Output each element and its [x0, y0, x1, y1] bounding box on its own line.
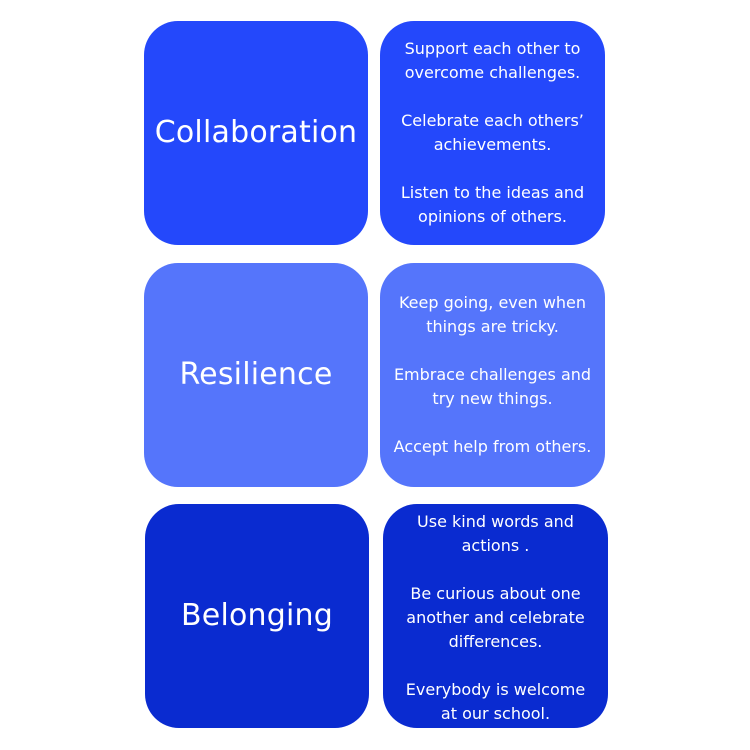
belonging-description-card: Use kind words and actions . Be curious …: [383, 504, 608, 728]
resilience-line-3: Accept help from others.: [393, 437, 592, 456]
resilience-description-card: Keep going, even when things are tricky.…: [380, 263, 605, 487]
resilience-line-1: Keep going, even when things are tricky.: [398, 293, 587, 336]
resilience-line-2: Embrace challenges and try new things.: [393, 365, 592, 408]
collaboration-line-2: Celebrate each others’ achievements.: [401, 111, 584, 154]
resilience-title-card: Resilience: [144, 263, 368, 487]
resilience-title: Resilience: [179, 357, 333, 392]
collaboration-line-1: Support each other to overcome challenge…: [404, 39, 581, 82]
collaboration-line-3: Listen to the ideas and opinions of othe…: [400, 183, 585, 226]
belonging-title-card: Belonging: [145, 504, 369, 728]
collaboration-description-card: Support each other to overcome challenge…: [380, 21, 605, 245]
belonging-line-2: Be curious about one another and celebra…: [406, 584, 585, 651]
belonging-title: Belonging: [181, 598, 333, 633]
belonging-line-3: Everybody is welcome at our school.: [405, 680, 586, 723]
belonging-line-1: Use kind words and actions .: [417, 512, 574, 555]
collaboration-title: Collaboration: [154, 115, 358, 150]
collaboration-title-card: Collaboration: [144, 21, 368, 245]
